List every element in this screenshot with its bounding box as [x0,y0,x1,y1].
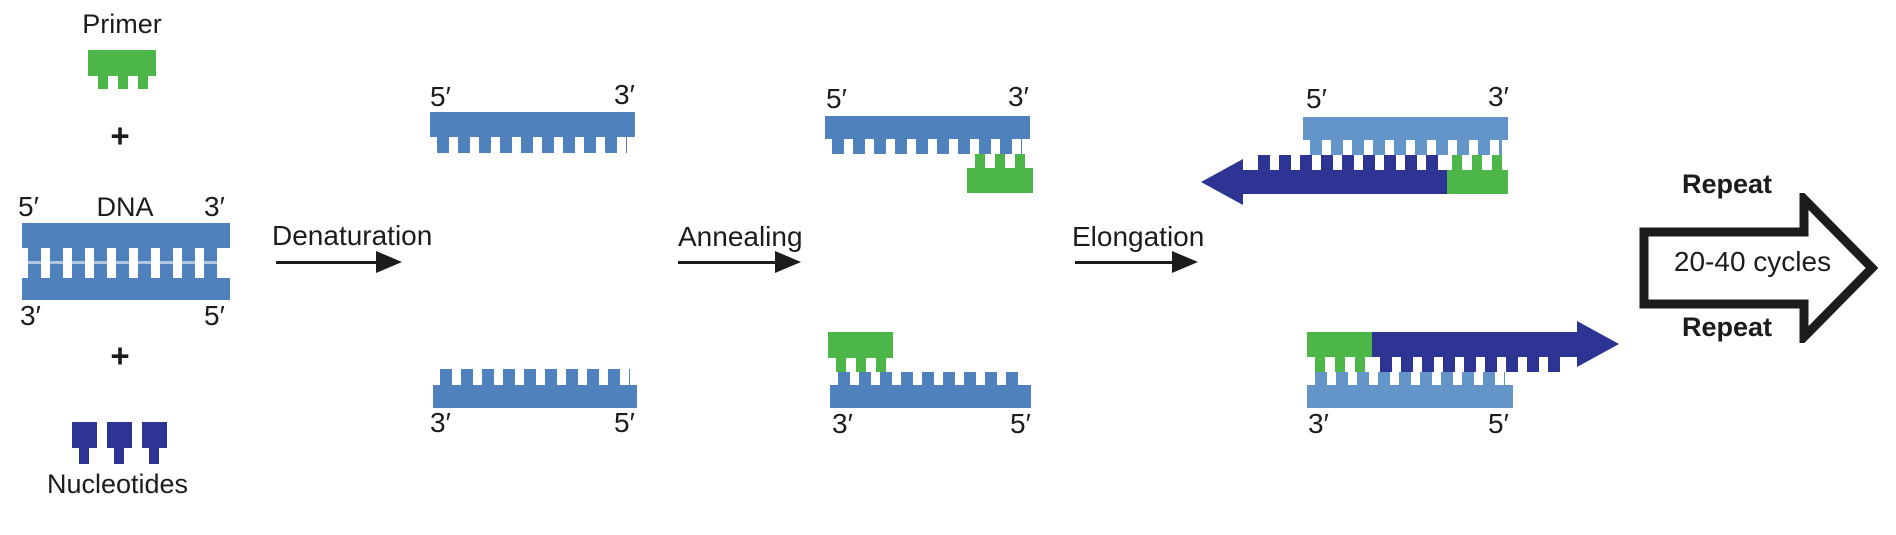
nucleotides-label: Nucleotides [46,469,189,499]
dna-label: DNA [96,192,154,222]
annealing-bottom-strand-left-end-label: 3′ [832,408,853,439]
denatured-top-strand-right-end-label: 3′ [614,79,635,110]
denatured-bottom-strand-left-end-label: 3′ [430,407,451,438]
primer-label: Primer [82,9,162,39]
annealing-top-strand-left-end-label: 5′ [826,83,847,114]
annealing-bottom-strand-bar [830,385,1031,408]
dna-bottom-strand-bar [22,278,230,300]
denatured-bottom-strand-bar [433,385,637,408]
annealing-bottom-strand-right-end-label: 5′ [1010,408,1031,439]
nucleotide-icon [72,422,97,448]
elongation-top-new-strand-bar [1243,170,1447,194]
nucleotide-icon-stem [149,448,159,464]
primer-icon-teeth [98,76,148,89]
denatured-top-strand-bar [430,112,635,137]
elongation-bottom-new-strand-bar [1372,332,1577,357]
annealing-bottom-primer-icon [828,332,893,358]
elongation-top-primer-icon [1447,170,1508,194]
elongation-bottom-new-strand-teeth [1380,357,1568,372]
annealing-bottom-primer-teeth [836,358,886,372]
denatured-top-strand-teeth [437,137,627,153]
elongation-bottom-template-right-end-label: 5′ [1488,408,1509,439]
elongation-top-new-strand-teeth [1258,155,1446,170]
nucleotide-icon [107,422,132,448]
plus-sign-top: + [110,117,130,154]
dna-base-pair-zipper [28,248,224,278]
elongation-label: Elongation [1072,221,1205,252]
repeat-cycles-label: 20-40 cycles [1673,246,1832,277]
elongation-top-primer-teeth [1452,155,1502,170]
elongation-arrow-icon [1075,251,1198,273]
elongation-top-template-right-end-label: 3′ [1488,81,1509,112]
denaturation-arrow-icon [276,251,402,273]
dna-top-strand-bar [22,223,230,248]
nucleotide-icon-stem [79,448,89,464]
elongation-top-template-left-end-label: 5′ [1306,83,1327,114]
dna-top-right-end-label: 3′ [204,191,225,222]
annealing-top-strand-bar [825,116,1030,139]
elongation-bottom-template-left-end-label: 3′ [1308,408,1329,439]
elongation-top-new-strand-arrowhead-icon [1201,159,1243,205]
elongation-top-template-teeth [1310,140,1502,155]
annealing-top-strand-teeth [832,139,1022,154]
elongation-bottom-new-strand-arrowhead-icon [1577,321,1619,367]
repeat-top-label: Repeat [1681,169,1773,199]
repeat-bottom-label: Repeat [1681,312,1773,342]
nucleotide-icon [142,422,167,448]
dna-bottom-left-end-label: 3′ [20,300,41,331]
elongation-bottom-primer-icon [1307,332,1372,357]
annealing-top-primer-icon [967,168,1033,193]
dna-top-left-end-label: 5′ [18,191,39,222]
annealing-top-primer-teeth [975,154,1025,168]
denaturation-label: Denaturation [272,220,433,251]
elongation-bottom-template-bar [1307,385,1513,408]
denatured-bottom-strand-teeth [440,369,630,385]
denatured-top-strand-left-end-label: 5′ [430,81,451,112]
elongation-bottom-template-teeth [1315,372,1505,385]
annealing-arrow-icon [678,251,801,273]
nucleotide-icon-stem [114,448,124,464]
plus-sign-bottom: + [110,337,130,374]
elongation-top-template-bar [1303,117,1508,140]
primer-icon [88,50,156,76]
repeat-cycle-arrow-icon [1639,193,1878,343]
elongation-bottom-primer-teeth [1315,357,1365,372]
annealing-bottom-strand-teeth [838,372,1024,385]
annealing-top-strand-right-end-label: 3′ [1008,81,1029,112]
dna-bottom-right-end-label: 5′ [204,300,225,331]
denatured-bottom-strand-right-end-label: 5′ [614,407,635,438]
annealing-label: Annealing [678,221,803,252]
